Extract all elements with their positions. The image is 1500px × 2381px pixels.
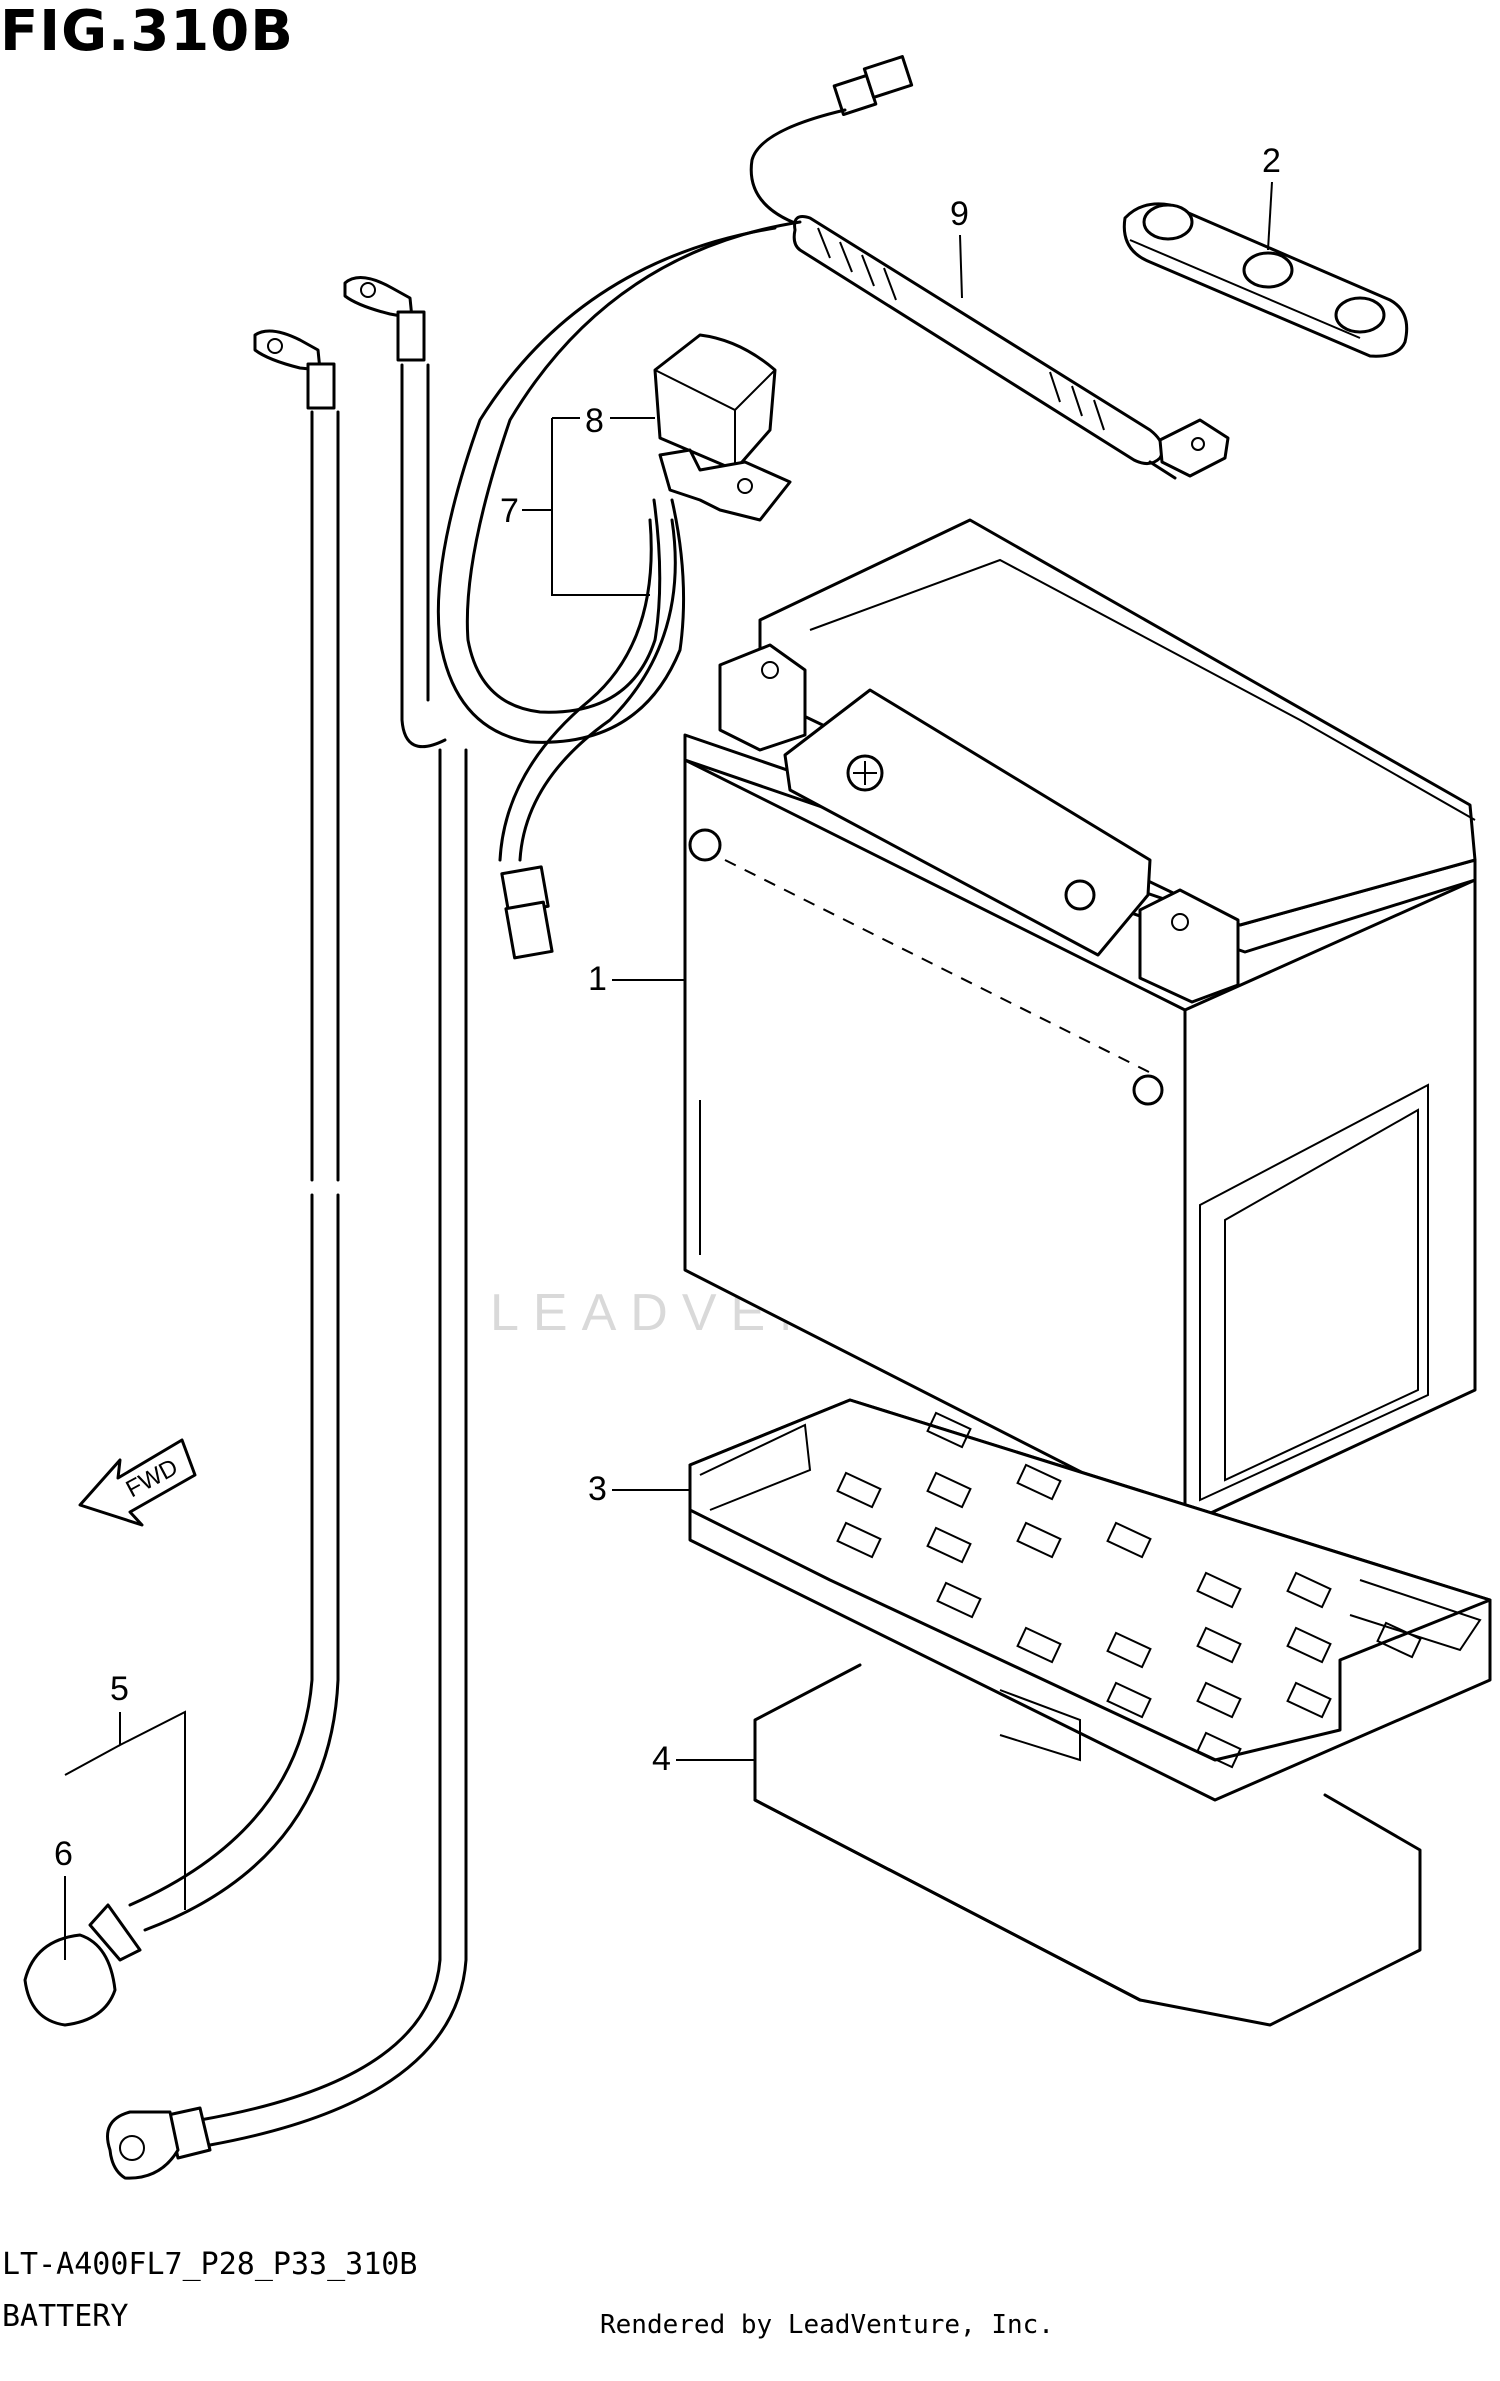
callout-6: 6	[54, 1835, 73, 1873]
callout-3: 3	[588, 1470, 607, 1508]
callout-4: 4	[652, 1740, 671, 1778]
callouts: 1 2 3 4 5 6 7 8 9	[54, 142, 1281, 1960]
part-9b-positive-cable	[106, 276, 468, 2180]
callout-2: 2	[1262, 142, 1281, 180]
part-7-relay-harness	[436, 220, 802, 960]
callout-5: 5	[110, 1670, 129, 1708]
part-8-relay	[653, 333, 792, 522]
fwd-direction-arrow: FWD	[78, 1438, 197, 1527]
section-name: BATTERY	[2, 2299, 129, 2334]
render-credit: Rendered by LeadVenture, Inc.	[600, 2310, 1054, 2340]
model-code: LT-A400FL7_P28_P33_310B	[2, 2247, 418, 2282]
part-6-terminal-cap	[23, 1903, 142, 2027]
callout-8: 8	[585, 402, 604, 440]
part-4-battery-pad	[753, 1663, 1422, 2027]
callout-7: 7	[500, 492, 519, 530]
figure-title: FIG.310B	[0, 0, 294, 64]
part-1-battery	[683, 518, 1477, 1527]
part-3-battery-tray	[688, 1398, 1492, 1802]
part-2-terminal-cover-strip	[1122, 202, 1409, 358]
callout-1: 1	[588, 960, 607, 998]
callout-9: 9	[950, 195, 969, 233]
part-9-positive-lead	[749, 55, 1230, 480]
tray-slots	[836, 1411, 1422, 1769]
part-5-negative-cable	[23, 329, 340, 2027]
